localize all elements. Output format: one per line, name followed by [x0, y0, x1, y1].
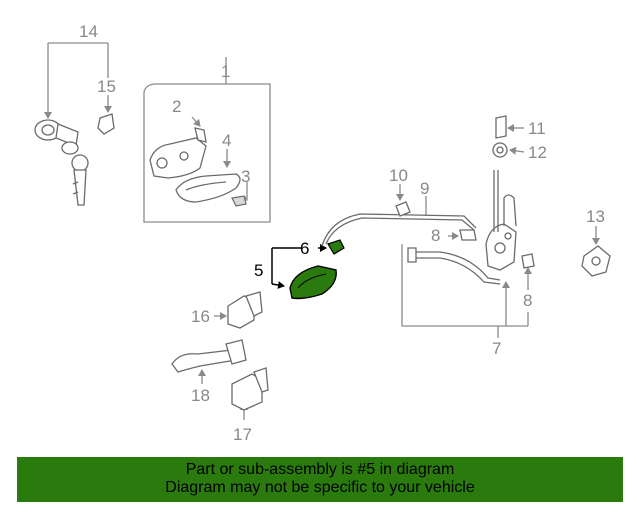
callout-8-lower: 8	[523, 291, 532, 310]
parts-diagram: 14 15 1 2 4 3 6 5 10 9 8 8 7 11 12 13 16…	[34, 22, 611, 444]
callout-11: 11	[528, 119, 546, 138]
callout-2: 2	[172, 97, 181, 116]
handle-rod-clip	[194, 127, 207, 143]
grommet	[492, 142, 508, 158]
callout-3: 3	[241, 167, 250, 186]
lock-assembly-group	[321, 115, 535, 338]
footer-line-2: Diagram may not be specific to your vehi…	[165, 479, 475, 496]
key	[71, 154, 89, 206]
footer-banner: Part or sub-assembly is #5 in diagram Di…	[17, 457, 623, 502]
callout-7: 7	[492, 339, 501, 358]
lock-bracket	[495, 115, 507, 139]
door-check	[171, 339, 247, 373]
callout-9: 9	[420, 179, 429, 198]
callout-12: 12	[528, 143, 547, 162]
callout-4: 4	[222, 131, 231, 150]
callout-13: 13	[586, 207, 605, 226]
callout-10: 10	[389, 166, 408, 185]
hinge-group	[171, 291, 269, 420]
callout-14: 14	[79, 22, 98, 41]
upper-hinge	[227, 291, 263, 329]
door-lock	[485, 170, 517, 271]
lock-rod	[321, 213, 477, 247]
callout-8-upper: 8	[431, 226, 440, 245]
callout-15: 15	[97, 77, 116, 96]
inside-handle-highlighted	[289, 265, 337, 300]
striker-group	[581, 226, 611, 277]
key-cylinder-group	[34, 42, 115, 206]
cylinder-clip	[97, 113, 115, 135]
key-cylinder	[34, 119, 79, 155]
callout-1: 1	[221, 62, 230, 81]
handle-pad	[231, 195, 247, 207]
cable-end-clip	[521, 253, 535, 269]
callout-5: 5	[254, 261, 263, 280]
callout-6: 6	[300, 239, 309, 258]
callout-16: 16	[191, 307, 210, 326]
callout-18: 18	[191, 386, 210, 405]
inside-handle-clip	[327, 239, 345, 255]
rod-clip	[395, 201, 411, 217]
inside-handle-group	[271, 239, 345, 300]
handle-frame	[149, 137, 207, 179]
lower-hinge	[231, 367, 269, 411]
outside-handle	[175, 173, 241, 203]
footer-line-1: Part or sub-assembly is #5 in diagram	[185, 461, 455, 478]
callout-17: 17	[233, 425, 252, 444]
cable	[407, 229, 501, 285]
outside-handle-group	[143, 57, 271, 223]
